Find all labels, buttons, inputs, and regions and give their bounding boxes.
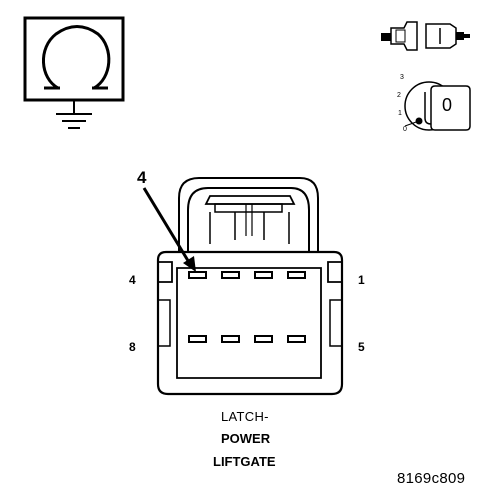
connector-body [156, 177, 344, 396]
connector-title-line2: POWER [221, 431, 271, 446]
pin-cavity-3 [221, 271, 240, 279]
pin-cavity-5 [287, 335, 306, 343]
pin-cavity-6 [254, 335, 273, 343]
ignition-position-3: 3 [400, 74, 404, 81]
ignition-key-label: 0 [442, 95, 453, 115]
ignition-position-1: 1 [398, 110, 402, 117]
connector-title-line3: LIFTGATE [213, 454, 276, 469]
pin-cavities-top-row [188, 271, 306, 279]
pin-label-top-left: 4 [129, 273, 136, 287]
pin-label-top-right: 1 [358, 273, 365, 287]
ohmmeter-ground-icon [23, 16, 125, 129]
pin-cavity-7 [221, 335, 240, 343]
pin-cavity-8 [188, 335, 207, 343]
ignition-key-off-icon [404, 81, 471, 131]
callout-number: 4 [137, 168, 147, 187]
callout-arrow [142, 187, 196, 272]
pin-cavity-4 [188, 271, 207, 279]
pin-cavity-1 [287, 271, 306, 279]
connector-plug-icon [381, 21, 470, 51]
connector-title-line1: LATCH- [221, 409, 269, 424]
pin-cavities-bottom-row [188, 335, 306, 343]
pin-label-bottom-right: 5 [358, 340, 365, 354]
ignition-position-0: 0 [403, 126, 407, 133]
pin-label-bottom-left: 8 [129, 340, 136, 354]
figure-id: 8169c809 [397, 470, 466, 487]
pin-cavity-2 [254, 271, 273, 279]
ignition-position-2: 2 [397, 92, 401, 99]
